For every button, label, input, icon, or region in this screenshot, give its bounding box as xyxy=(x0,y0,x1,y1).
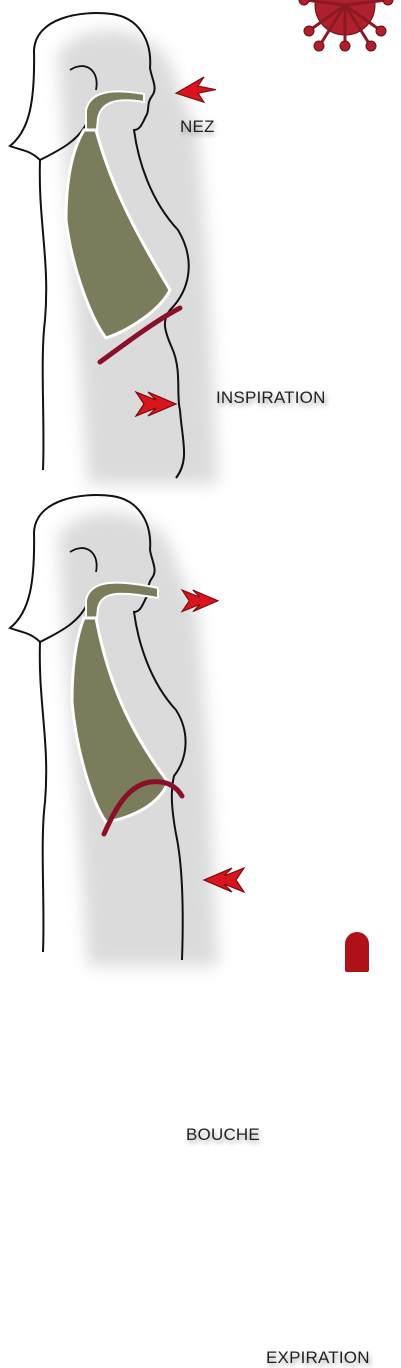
inspiration-figure: NEZ INSPIRATION xyxy=(0,0,401,482)
expiration-illustration xyxy=(0,482,401,964)
inspiration-illustration xyxy=(0,0,401,482)
nose-label: NEZ xyxy=(180,117,215,137)
expiration-figure: BOUCHE EXPIRATION xyxy=(0,482,401,964)
red-marker xyxy=(345,932,369,972)
inspiration-label: INSPIRATION xyxy=(216,388,326,408)
expiration-label: EXPIRATION xyxy=(266,1348,370,1368)
mouth-label: BOUCHE xyxy=(186,1125,260,1145)
